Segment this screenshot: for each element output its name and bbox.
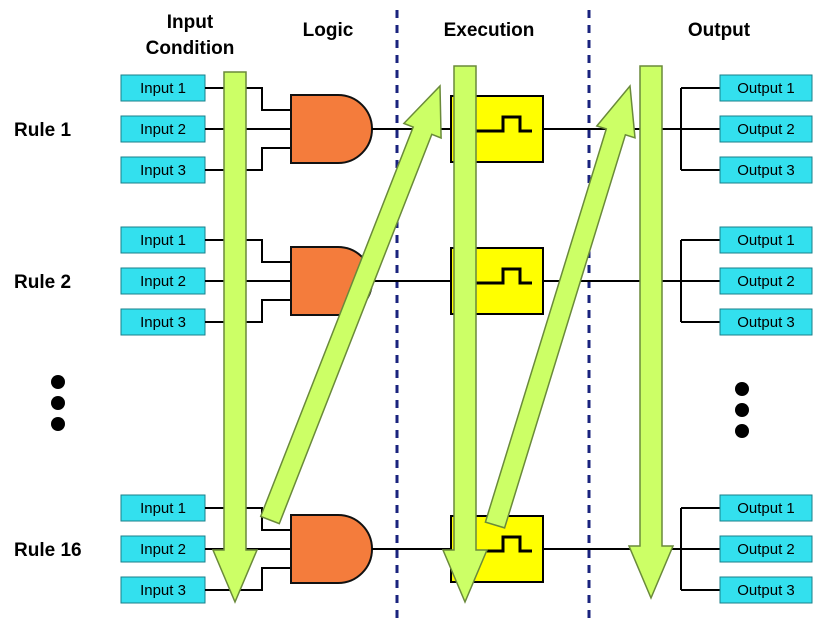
output-box [719, 74, 813, 102]
wire [205, 87, 291, 111]
scan-arrow-return-execution [484, 84, 636, 529]
ellipsis-right [735, 382, 749, 438]
header-logic: Logic [303, 20, 354, 41]
ellipsis-dot [51, 417, 65, 431]
and-gate [290, 514, 373, 584]
output-label: Output 2 [737, 273, 795, 290]
output-box [719, 267, 813, 295]
ellipsis-left [51, 375, 65, 431]
rule-label: Rule 16 [14, 540, 82, 561]
output-box [719, 576, 813, 604]
rule-group: Rule 1 Input 1 Input 2 Input 3 Output 1 Outpu… [14, 74, 813, 184]
input-label: Input 1 [140, 500, 186, 517]
wire [205, 147, 291, 171]
pulse-icon [470, 115, 532, 133]
ellipsis-dot [51, 375, 65, 389]
rule-label: Rule 1 [14, 120, 71, 141]
output-box [719, 156, 813, 184]
ellipsis-dot [735, 403, 749, 417]
output-box [719, 226, 813, 254]
input-box [120, 535, 206, 563]
scan-arrow-execution [441, 65, 489, 604]
ellipsis-dot [735, 382, 749, 396]
input-label: Input 2 [140, 273, 186, 290]
input-box [120, 74, 206, 102]
wire [205, 299, 291, 323]
input-box [120, 494, 206, 522]
output-box [719, 535, 813, 563]
pulse-icon [470, 535, 532, 553]
input-box [120, 226, 206, 254]
input-box [120, 156, 206, 184]
wire [205, 239, 291, 263]
header-input-line1: Input [167, 12, 214, 33]
input-label: Input 2 [140, 541, 186, 558]
header-output: Output [688, 20, 751, 41]
rule-label: Rule 2 [14, 272, 71, 293]
output-box [719, 308, 813, 336]
scan-arrow-input [211, 71, 259, 604]
rule-group: Rule 16 Input 1 Input 2 Input 3 Output 1 Outp… [14, 494, 813, 604]
output-box [719, 494, 813, 522]
scan-arrow-output [627, 65, 675, 600]
pulse-icon [470, 267, 532, 285]
output-label: Output 2 [737, 541, 795, 558]
input-label: Input 1 [140, 80, 186, 97]
rule-group: Rule 2 Input 1 Input 2 Input 3 Output 1 Outpu… [14, 226, 813, 336]
output-label: Output 3 [737, 582, 795, 599]
output-box [719, 115, 813, 143]
input-label: Input 3 [140, 582, 186, 599]
header-input-line2: Condition [146, 38, 235, 59]
output-label: Output 1 [737, 500, 795, 517]
output-label: Output 1 [737, 232, 795, 249]
and-gate [290, 94, 373, 164]
header-execution: Execution [444, 20, 535, 41]
output-label: Output 1 [737, 80, 795, 97]
output-label: Output 2 [737, 121, 795, 138]
input-box [120, 576, 206, 604]
output-label: Output 3 [737, 162, 795, 179]
ellipsis-dot [51, 396, 65, 410]
ellipsis-dot [735, 424, 749, 438]
scan-arrows [211, 65, 675, 604]
input-label: Input 1 [140, 232, 186, 249]
scan-arrow-return-logic [259, 84, 442, 525]
input-label: Input 3 [140, 162, 186, 179]
input-box [120, 267, 206, 295]
output-label: Output 3 [737, 314, 795, 331]
input-box [120, 308, 206, 336]
input-label: Input 3 [140, 314, 186, 331]
input-label: Input 2 [140, 121, 186, 138]
